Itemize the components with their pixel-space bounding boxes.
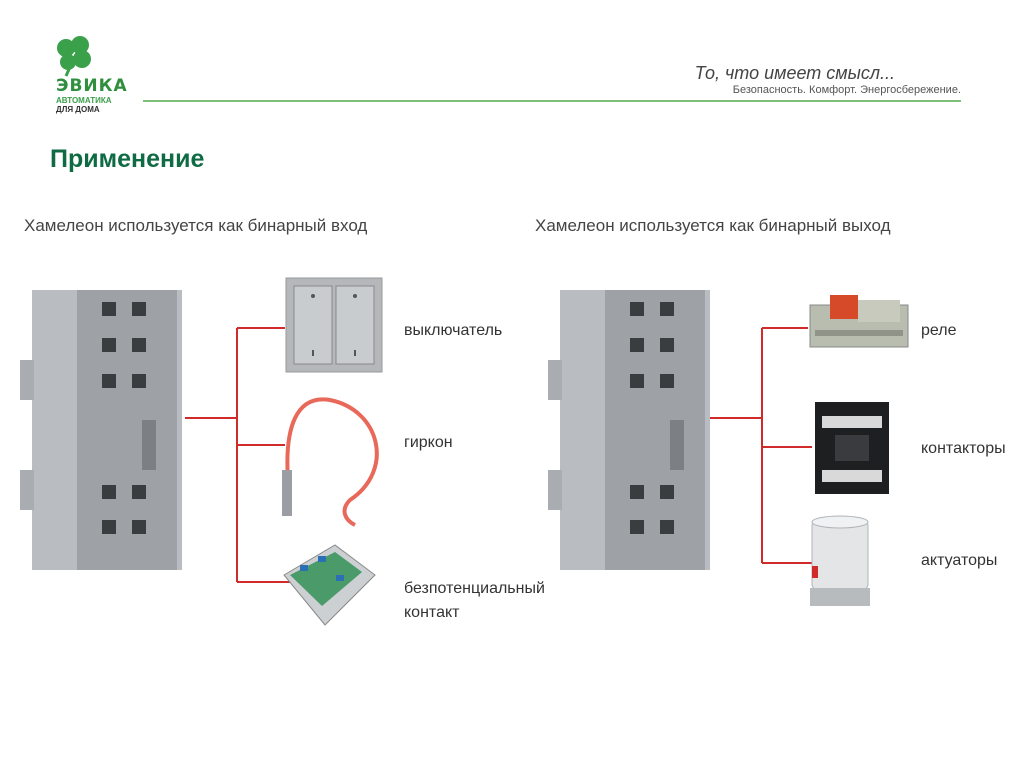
right-item-1-label: реле [921,322,957,339]
clover-icon [57,36,91,77]
left-section-title: Хамелеон используется как бинарный вход [24,216,368,235]
left-item-3-label-line2: контакт [404,604,460,621]
left-item-2-label: гиркон [404,434,453,451]
right-item-3-label: актуаторы [921,552,998,569]
left-wiring [185,327,290,583]
left-item-3-label-line1: безпотенциальный [404,580,545,597]
company-logo: ЭВИКА АВТОМАТИКА ДЛЯ ДОМА [50,36,140,116]
logo-name: ЭВИКА [56,76,128,96]
chameleon-module-right [548,290,710,570]
left-item-1-label: выключатель [404,322,503,339]
page-title: Применение [50,145,205,173]
chameleon-module-left [20,290,182,570]
right-section-title: Хамелеон используется как бинарный выход [535,216,891,235]
tagline: То, что имеет смысл... [694,63,895,83]
subtagline: Безопасность. Комфорт. Энергосбережение. [732,84,961,96]
logo-subtitle-2: ДЛЯ ДОМА [56,105,100,114]
right-wiring [710,327,812,564]
logo-subtitle-1: АВТОМАТИКА [56,96,112,105]
contactor-icon [815,402,889,494]
module-icon [283,544,376,626]
actuator-icon [810,515,870,606]
right-item-2-label: контакторы [921,440,1006,457]
reed-sensor-icon [282,397,379,527]
relay-icon [809,295,909,348]
switch-icon [285,277,383,373]
header-divider [143,100,961,102]
